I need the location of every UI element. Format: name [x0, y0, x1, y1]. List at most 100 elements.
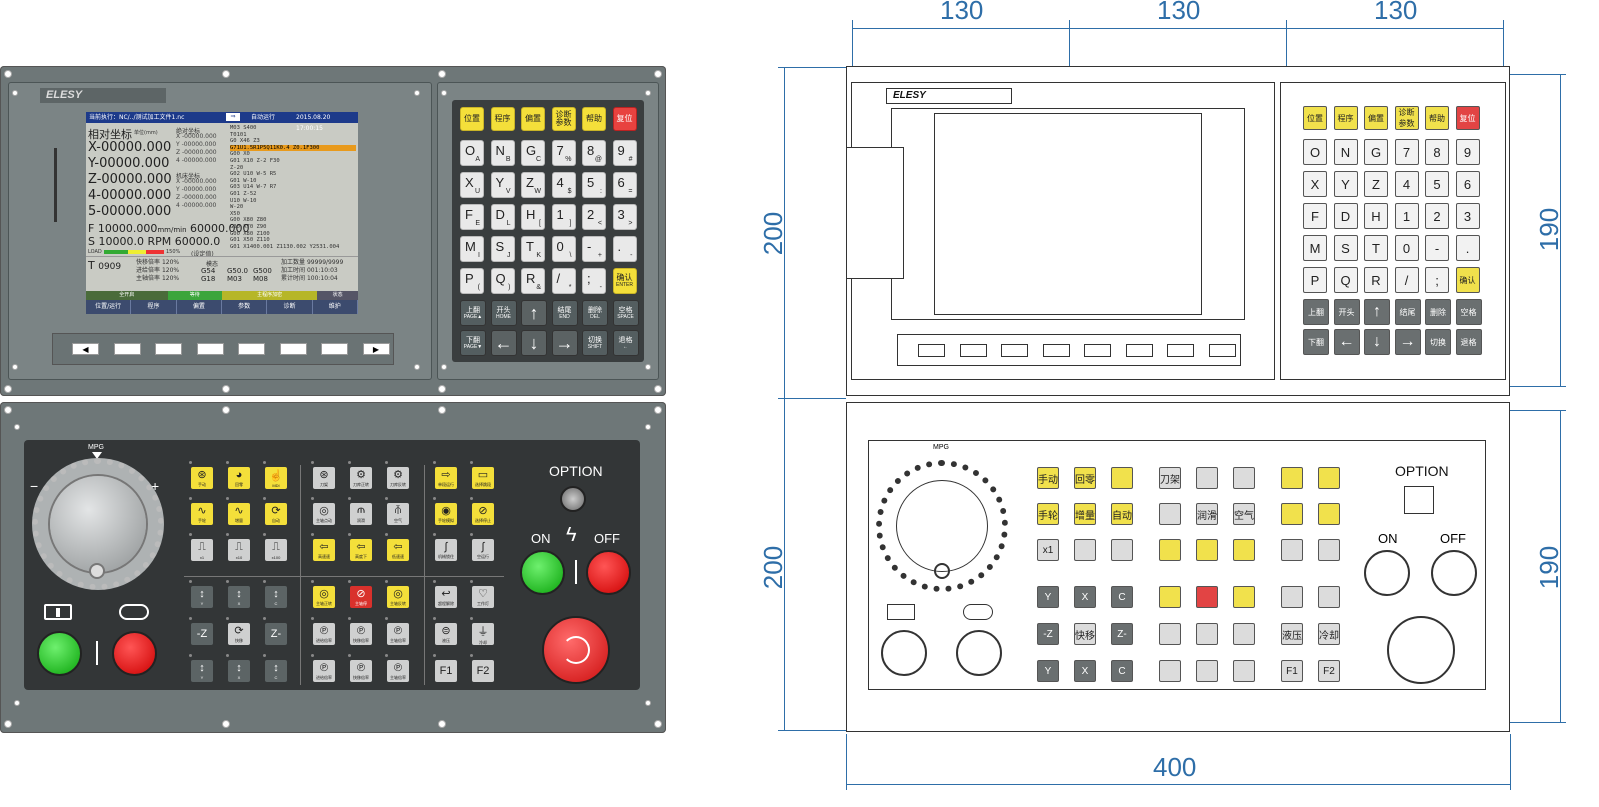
key-fn2-3[interactable]: →: [551, 330, 578, 356]
keypad-top-2[interactable]: 偏置: [521, 107, 545, 131]
mcp-aux_buttons-5[interactable]: ⫚空气: [387, 503, 409, 525]
drawing-softkey-6[interactable]: [1167, 344, 1194, 357]
mcp-aux_buttons-0[interactable]: ⊛刀架: [313, 467, 335, 489]
drawing-mcp-spindle-2[interactable]: [1233, 586, 1255, 608]
mcp-aux_buttons-4[interactable]: ⫙润滑: [350, 503, 372, 525]
drawing-mcp-spindle-6[interactable]: [1159, 660, 1181, 682]
key-;[interactable]: ;-: [582, 268, 606, 294]
drawing-mcp-aux-7[interactable]: [1196, 539, 1218, 561]
drawing-mcp-misc-4[interactable]: F1: [1281, 660, 1303, 682]
drawing-fn1-1[interactable]: 开头: [1333, 299, 1360, 325]
mcp-aux_buttons-6[interactable]: ⇦高速速: [313, 539, 335, 561]
drawing-mcp-spindle-4[interactable]: [1196, 623, 1218, 645]
mcp-misc_buttons-3[interactable]: ⏚冷却: [472, 623, 494, 645]
key-5[interactable]: 5:: [582, 172, 606, 198]
power-off-button[interactable]: [112, 631, 157, 676]
mcp-misc_buttons-2[interactable]: ⊜液压: [435, 623, 457, 645]
drawing-key-1-0[interactable]: X: [1303, 171, 1327, 197]
menu-item-4[interactable]: 诊断: [267, 300, 313, 314]
menu-item-5[interactable]: 维护: [313, 300, 358, 314]
key-.[interactable]: .-: [612, 236, 637, 262]
keypad-top-0[interactable]: 位置: [460, 107, 484, 131]
drawing-key-0-2[interactable]: G: [1364, 139, 1388, 165]
key-H[interactable]: H[: [521, 204, 545, 230]
drawing-key-0-1[interactable]: N: [1333, 139, 1358, 165]
drawing-key-3-4[interactable]: -: [1425, 235, 1449, 261]
menu-item-2[interactable]: 偏置: [177, 300, 222, 314]
mcp-mode_buttons-1[interactable]: ◕回零: [228, 467, 250, 489]
mcp-axis_buttons-7[interactable]: ↕X: [228, 660, 250, 682]
drawing-mcp-misc-1[interactable]: [1318, 586, 1340, 608]
drawing-mcp-spindle-3[interactable]: [1159, 623, 1181, 645]
drawing-top-4[interactable]: 帮助: [1425, 106, 1449, 130]
mpg-crank[interactable]: [89, 563, 105, 579]
key--[interactable]: -+: [582, 236, 606, 262]
mcp-mode_buttons-3[interactable]: ∿手轮: [191, 503, 213, 525]
mcp-axis_buttons-8[interactable]: ↕C: [265, 660, 287, 682]
drawing-mcp-mode-3[interactable]: 手轮: [1037, 503, 1059, 525]
drawing-mcp-run-5[interactable]: [1318, 539, 1340, 561]
drawing-top-5[interactable]: 复位: [1455, 106, 1480, 130]
drawing-key-4-4[interactable]: ;: [1425, 267, 1449, 293]
drawing-mcp-aux-8[interactable]: [1233, 539, 1255, 561]
drawing-softkey-5[interactable]: [1125, 344, 1153, 357]
drawing-mcp-run-4[interactable]: [1281, 539, 1303, 561]
mcp-spindle_buttons-3[interactable]: ℗进给倍率: [313, 623, 335, 645]
drawing-mcp-aux-0[interactable]: 刀架: [1159, 467, 1181, 489]
drawing-key-3-3[interactable]: 0: [1394, 235, 1419, 261]
key-fn2-2[interactable]: ↓: [521, 330, 547, 356]
drawing-mcp-mode-0[interactable]: 手动: [1037, 467, 1059, 489]
mcp-misc_buttons-1[interactable]: ♡工作灯: [472, 586, 494, 608]
mcp-mode_buttons-0[interactable]: ⊛手动: [191, 467, 213, 489]
menu-item-3[interactable]: 参数: [222, 300, 268, 314]
drawing-mcp-axis-8[interactable]: C: [1111, 660, 1133, 682]
drawing-mcp-axis-7[interactable]: X: [1074, 660, 1096, 682]
key-fn2-5[interactable]: 退格←: [612, 330, 639, 356]
mcp-axis_buttons-1[interactable]: ↕X: [228, 586, 250, 608]
drawing-key-3-0[interactable]: M: [1303, 235, 1327, 261]
mcp-aux_buttons-8[interactable]: ⇦低速速: [387, 539, 409, 561]
mcp-run_buttons-0[interactable]: ⇨单段运行: [435, 467, 457, 489]
drawing-mcp-misc-2[interactable]: 液压: [1281, 623, 1303, 645]
drawing-mcp-axis-0[interactable]: Y: [1037, 586, 1059, 608]
key-4[interactable]: 4$: [551, 172, 576, 198]
mcp-spindle_buttons-1[interactable]: ⊘主轴停: [350, 586, 372, 608]
softkey-0[interactable]: ◀: [72, 343, 99, 355]
key-fn2-1[interactable]: ←: [490, 330, 517, 356]
menu-item-0[interactable]: 位置/运行: [86, 300, 132, 314]
drawing-mcp-aux-3[interactable]: [1159, 503, 1181, 525]
drawing-mcp-misc-5[interactable]: F2: [1318, 660, 1340, 682]
drawing-fn2-5[interactable]: 退格: [1455, 329, 1482, 355]
menu-item-1[interactable]: 程序: [131, 300, 177, 314]
mcp-run_buttons-1[interactable]: ▭选择跳段: [472, 467, 494, 489]
key-9[interactable]: 9#: [612, 140, 637, 166]
mcp-aux_buttons-3[interactable]: ◎主轴点动: [313, 503, 335, 525]
drawing-mcp-mode-1[interactable]: 回零: [1074, 467, 1096, 489]
drawing-key-2-1[interactable]: D: [1333, 203, 1358, 229]
drawing-top-3[interactable]: 诊断参数: [1394, 106, 1419, 130]
key-1[interactable]: 1]: [551, 204, 576, 230]
softkey-2[interactable]: [155, 343, 182, 355]
drawing-softkey-1[interactable]: [959, 344, 987, 357]
drawing-top-1[interactable]: 程序: [1333, 106, 1358, 130]
drawing-fn2-1[interactable]: ←: [1333, 329, 1360, 355]
drawing-softkey-7[interactable]: [1208, 344, 1236, 357]
drawing-mcp-run-3[interactable]: [1318, 503, 1340, 525]
option-key-switch[interactable]: [560, 486, 586, 512]
key-Q[interactable]: Q): [490, 268, 515, 294]
drawing-top-0[interactable]: 位置: [1303, 106, 1327, 130]
drawing-key-2-5[interactable]: 3: [1455, 203, 1480, 229]
drawing-fn2-2[interactable]: ↓: [1364, 329, 1390, 355]
drawing-mcp-misc-3[interactable]: 冷却: [1318, 623, 1340, 645]
drawing-mcp-spindle-7[interactable]: [1196, 660, 1218, 682]
drawing-key-0-0[interactable]: O: [1303, 139, 1327, 165]
